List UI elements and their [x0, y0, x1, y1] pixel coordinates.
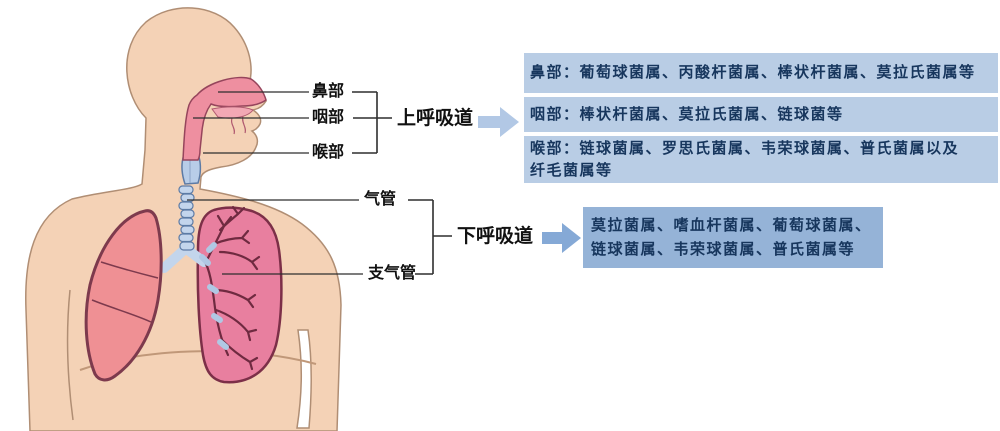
trachea	[178, 185, 195, 251]
label-lower-respiratory-tract: 下呼吸道	[457, 226, 534, 247]
left-lung-fissure-upper	[100, 261, 159, 279]
lower-arrow-icon	[542, 223, 581, 253]
label-pharynx: 咽部	[312, 109, 345, 126]
flora-box-larynx-text: 喉部：链球菌属、罗思氏菌属、韦荣球菌属、普氏菌属以及纤毛菌属等	[530, 139, 960, 179]
left-bronchus	[159, 245, 189, 273]
right-arm-gap	[296, 329, 312, 429]
flora-box-lower-text: 莫拉菌属、嗜血杆菌属、葡萄球菌属、链球菌属、韦荣球菌属、普氏菌属等	[591, 216, 872, 258]
flora-box-nose-text: 鼻部：葡萄球菌属、丙酸杆菌属、棒状杆菌属、莫拉氏菌属等	[530, 64, 976, 81]
label-nose: 鼻部	[312, 83, 345, 100]
left-lung	[84, 209, 163, 382]
respiratory-anatomy-illustration	[25, 7, 342, 431]
nasal-cavity-pharynx	[182, 76, 267, 161]
upper-arrow-icon	[478, 107, 519, 137]
label-larynx: 喉部	[312, 144, 345, 161]
flora-box-lower-tract: 莫拉菌属、嗜血杆菌属、葡萄球菌属、链球菌属、韦荣球菌属、普氏菌属等	[583, 207, 883, 268]
label-upper-respiratory-tract: 上呼吸道	[397, 108, 474, 129]
upper-tract-bracket	[352, 91, 392, 154]
lower-tract-bracket	[408, 199, 452, 275]
bronchi-rings	[199, 242, 229, 350]
larynx-shape	[181, 156, 202, 185]
left-armpit-crease	[66, 289, 74, 421]
flora-box-nose: 鼻部：葡萄球菌属、丙酸杆菌属、棒状杆菌属、莫拉氏菌属等	[524, 53, 998, 93]
label-trachea: 气管	[364, 191, 397, 208]
left-lung-fissure-lower	[91, 299, 152, 323]
flora-box-larynx: 喉部：链球菌属、罗思氏菌属、韦荣球菌属、普氏菌属以及纤毛菌属等	[524, 136, 998, 183]
label-bronchi: 支气管	[368, 265, 417, 282]
flora-box-pharynx-text: 咽部：棒状杆菌属、莫拉氏菌属、链球菌等	[530, 105, 844, 123]
flora-box-pharynx: 咽部：棒状杆菌属、莫拉氏菌属、链球菌等	[524, 97, 998, 132]
